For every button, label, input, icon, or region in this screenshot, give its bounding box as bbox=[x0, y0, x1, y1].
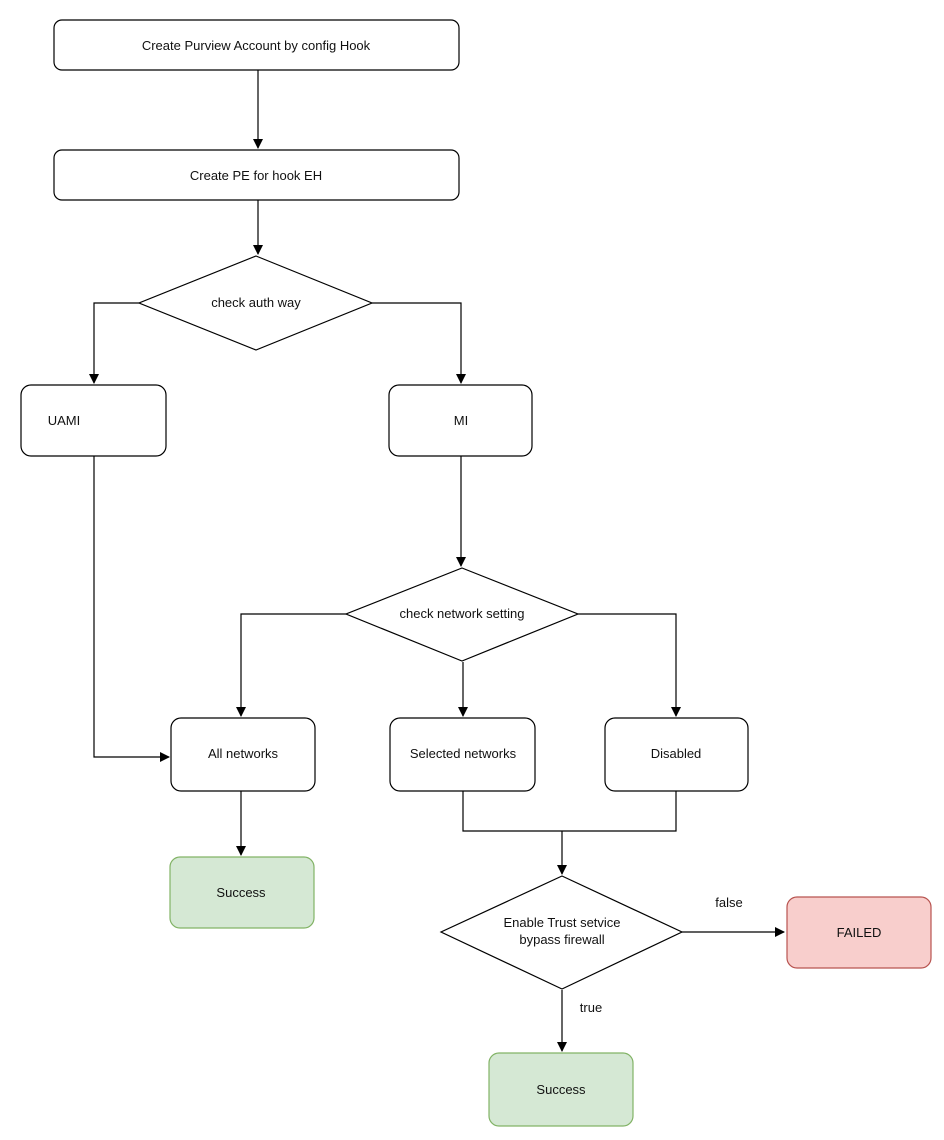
edge-uami-to-allnetworks bbox=[93, 456, 170, 762]
node-create-pe: Create PE for hook EH bbox=[53, 149, 460, 201]
node-failed-label: FAILED bbox=[837, 925, 882, 940]
node-selected-networks-label: Selected networks bbox=[410, 746, 517, 761]
node-uami-label: UAMI bbox=[48, 413, 81, 428]
node-success-left: Success bbox=[169, 856, 315, 929]
node-success-bottom-label: Success bbox=[536, 1082, 586, 1097]
node-mi-label: MI bbox=[454, 413, 468, 428]
decision-trust-service: Enable Trust setvice bypass firewall bbox=[439, 875, 684, 990]
edge-auth-to-mi bbox=[372, 302, 466, 384]
node-success-bottom: Success bbox=[488, 1052, 634, 1127]
edges bbox=[89, 70, 785, 1052]
decision-check-network: check network setting bbox=[344, 567, 580, 662]
node-create-account-label: Create Purview Account by config Hook bbox=[142, 38, 371, 53]
node-disabled-label: Disabled bbox=[651, 746, 702, 761]
edge-network-to-disabled bbox=[578, 613, 681, 717]
node-create-account: Create Purview Account by config Hook bbox=[53, 19, 460, 71]
decision-check-auth-label: check auth way bbox=[211, 295, 301, 310]
node-selected-networks: Selected networks bbox=[389, 717, 536, 792]
decision-check-network-label: check network setting bbox=[399, 606, 524, 621]
edge-network-to-allnetworks bbox=[236, 613, 346, 717]
decision-trust-service-line1: Enable Trust setvice bbox=[503, 915, 620, 930]
node-disabled: Disabled bbox=[604, 717, 749, 792]
node-uami: UAMI bbox=[20, 384, 167, 457]
node-all-networks: All networks bbox=[170, 717, 316, 792]
node-create-pe-label: Create PE for hook EH bbox=[190, 168, 322, 183]
decision-trust-service-line2: bypass firewall bbox=[519, 932, 604, 947]
decision-check-auth: check auth way bbox=[137, 255, 374, 351]
edge-label-true: true bbox=[580, 1000, 602, 1015]
edge-selected-to-merge bbox=[462, 791, 677, 832]
node-success-left-label: Success bbox=[216, 885, 266, 900]
edge-auth-to-uami bbox=[89, 302, 139, 384]
node-failed: FAILED bbox=[786, 896, 932, 969]
node-mi: MI bbox=[388, 384, 533, 457]
node-all-networks-label: All networks bbox=[208, 746, 279, 761]
edge-label-false: false bbox=[715, 895, 742, 910]
